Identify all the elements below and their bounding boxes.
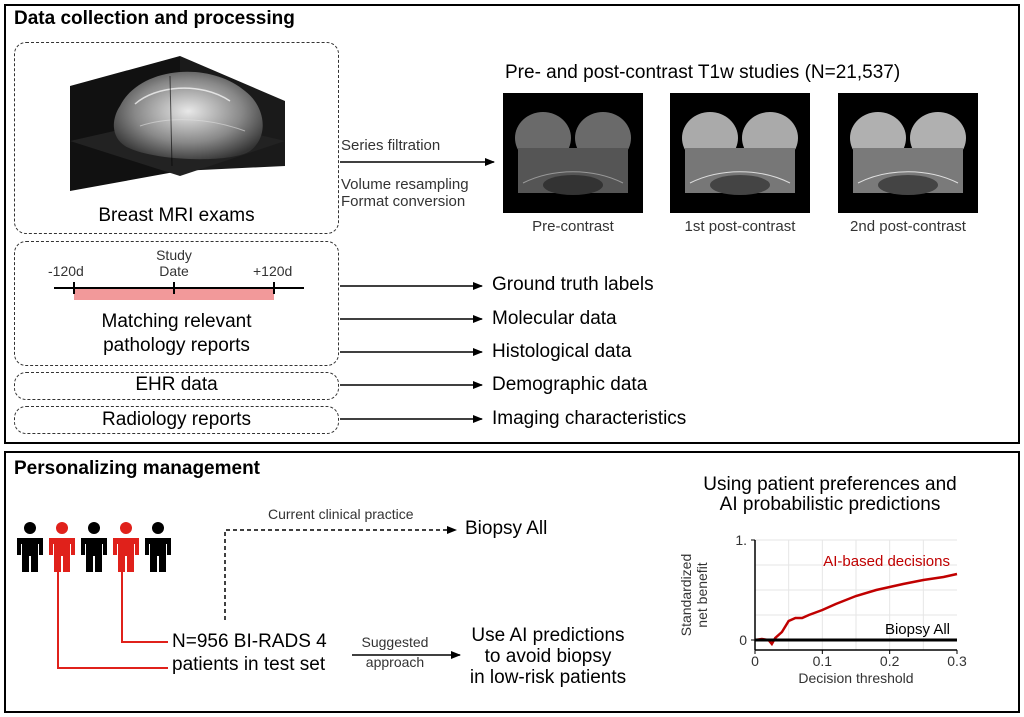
radiology-label: Radiology reports xyxy=(102,409,251,430)
mri-image-2nd-post-contrast xyxy=(838,93,978,213)
timeline-center-label-1: Study xyxy=(156,247,192,263)
person-icon xyxy=(113,522,139,572)
y-axis-label-2: net benefit xyxy=(694,562,710,627)
pathology-box xyxy=(14,241,339,366)
patients-label-1: N=956 BI-RADS 4 xyxy=(172,631,327,652)
biopsy-all-label: Biopsy All xyxy=(465,518,548,539)
patient-icons xyxy=(17,522,171,572)
chart-title-line-2: AI probabilistic predictions xyxy=(719,494,941,515)
x-tick-label: 0.3 xyxy=(947,653,967,669)
x-axis-label: Decision threshold xyxy=(798,670,913,686)
step-format-conversion: Format conversion xyxy=(341,193,466,210)
person-icon xyxy=(17,522,43,572)
pathology-label-2: pathology reports xyxy=(103,335,250,356)
output-demographic: Demographic data xyxy=(492,374,648,395)
person-icon xyxy=(145,522,171,572)
suggested-label-1: Suggested xyxy=(361,634,429,650)
series-line-ai-based xyxy=(754,572,958,647)
output-histological: Histological data xyxy=(492,341,632,362)
output-imaging: Imaging characteristics xyxy=(492,408,687,429)
mri-image-1st-post-contrast xyxy=(670,93,810,213)
timeline-left-label: -120d xyxy=(48,263,84,279)
radiology-box xyxy=(14,406,339,434)
chart-title-line-1: Using patient preferences and xyxy=(703,474,957,495)
person-icon xyxy=(81,522,107,572)
image-label-2nd-post: 2nd post-contrast xyxy=(850,218,966,235)
series-label-ai-based: AI-based decisions xyxy=(823,553,950,570)
connector-patient-4 xyxy=(121,570,168,643)
panel-title-data-collection: Data collection and processing xyxy=(14,8,295,29)
person-icon xyxy=(49,522,75,572)
y-tick-label: 0 xyxy=(739,632,747,648)
personalizing-panel xyxy=(4,451,1020,713)
x-tick-label: 0.1 xyxy=(813,653,833,669)
image-label-pre-contrast: Pre-contrast xyxy=(532,218,614,235)
y-axis-label-1: Standardized xyxy=(678,554,694,637)
studies-title: Pre- and post-contrast T1w studies (N=21… xyxy=(505,62,901,83)
ai-label-3: in low-risk patients xyxy=(469,667,627,688)
timeline-axis xyxy=(54,282,304,300)
timeline-right-label: +120d xyxy=(253,263,293,279)
panel-title-personalizing: Personalizing management xyxy=(14,458,261,479)
timeline-center-label-2: Date xyxy=(159,263,189,279)
ai-label-1: Use AI predictions xyxy=(471,625,625,646)
pathology-label-1: Matching relevant xyxy=(101,311,252,332)
suggested-label-2: approach xyxy=(365,654,425,670)
output-ground-truth: Ground truth labels xyxy=(492,274,654,295)
ehr-box xyxy=(14,372,339,400)
ai-label-2: to avoid biopsy xyxy=(484,646,612,667)
net-benefit-chart: 0 0.1 0.2 0.3 0 1. Decision threshold Standardi… xyxy=(678,532,967,686)
series-label-biopsy-all: Biopsy All xyxy=(885,621,950,638)
image-label-1st-post: 1st post-contrast xyxy=(684,218,796,235)
connector-patient-2 xyxy=(57,570,168,669)
mri-exam-label: Breast MRI exams xyxy=(98,205,255,226)
dashed-current-practice-arrow xyxy=(224,526,457,620)
step-volume-resampling: Volume resampling xyxy=(341,176,469,193)
step-series-filtration: Series filtration xyxy=(341,137,441,154)
patients-label-2: patients in test set xyxy=(172,654,326,675)
x-tick-label: 0.2 xyxy=(880,653,900,669)
data-collection-panel xyxy=(4,4,1020,444)
x-tick-label: 0 xyxy=(751,653,759,669)
mri-3d-volume-illustration xyxy=(70,56,285,191)
output-molecular: Molecular data xyxy=(492,308,617,329)
mri-exam-box xyxy=(14,42,339,234)
y-tick-label: 1. xyxy=(735,532,747,548)
current-practice-label: Current clinical practice xyxy=(268,506,414,522)
ehr-label: EHR data xyxy=(135,374,218,395)
mri-image-pre-contrast xyxy=(503,93,643,213)
